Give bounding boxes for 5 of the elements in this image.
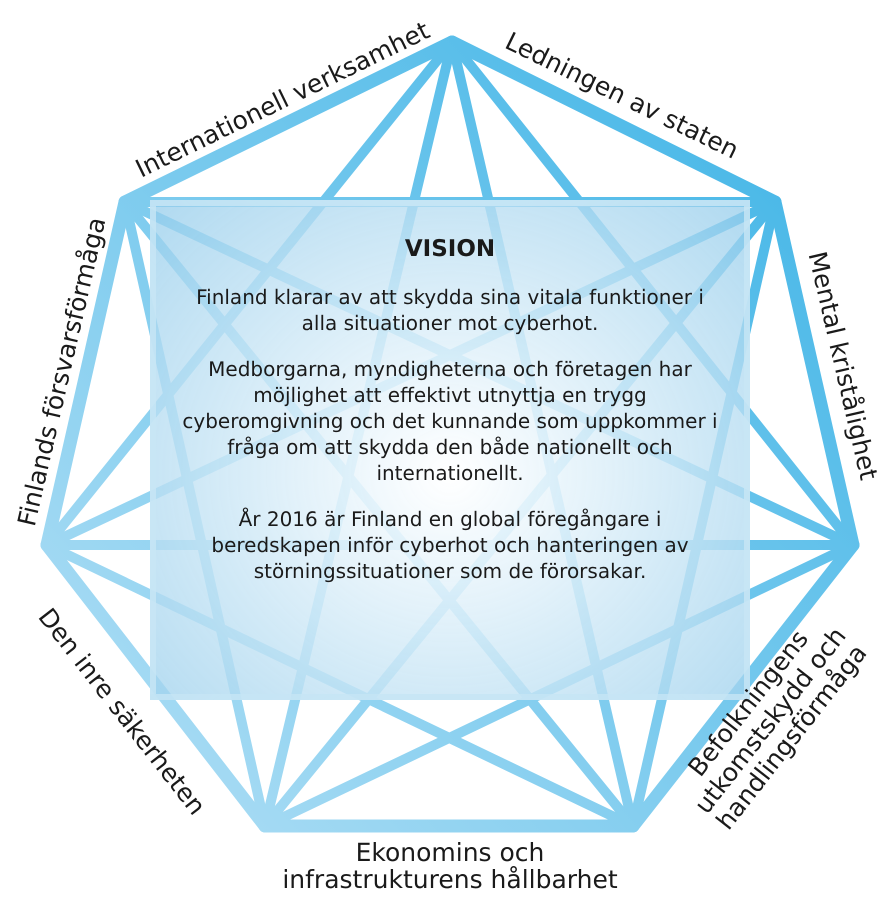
vision-statement: År 2016 är Finland en global föregångare i beredskapen inför cyberhot och hanteringen av störningssituationer som de förorsakar. bbox=[210, 506, 690, 584]
side-label: Ekonomins och infrastrukturens hållbarhet bbox=[281, 838, 619, 894]
vision-statement: Medborgarna, myndigheterna och företagen har möjlighet att effektivt utnyttja en trygg cyberomgivning och det kunnande som uppkommer i fråga om att skydda den både nationellt och internationellt. bbox=[181, 356, 719, 486]
vision-statement: Finland klarar av att skydda sina vitala funktioner i alla situationer mot cyberhot. bbox=[195, 284, 705, 336]
panel-heading: VISION bbox=[404, 236, 496, 262]
